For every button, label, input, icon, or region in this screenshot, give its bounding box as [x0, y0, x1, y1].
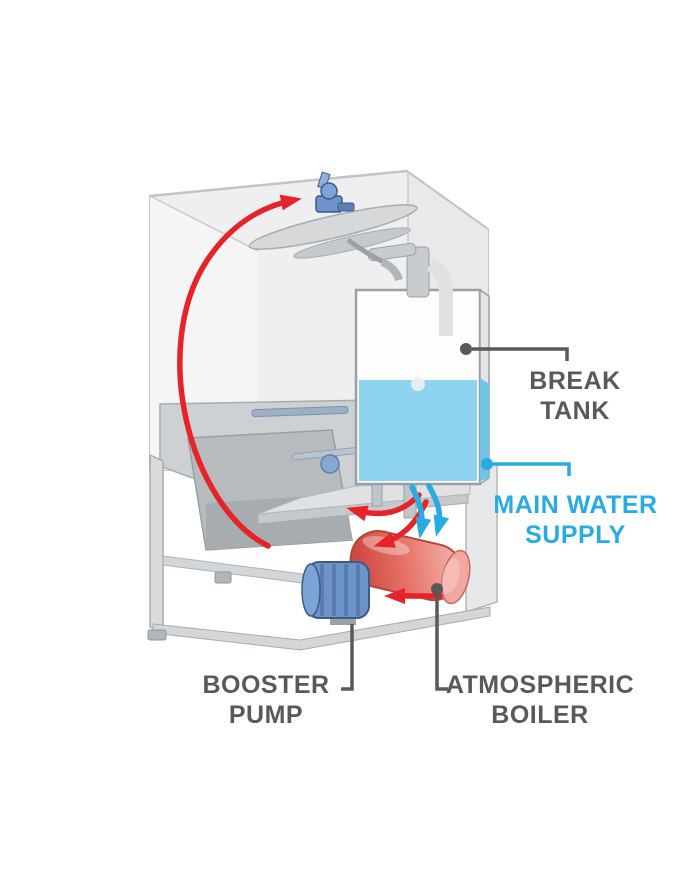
callout-lines	[341, 343, 571, 691]
break-tank-dot	[460, 343, 472, 355]
label-atmospheric-boiler-line1: ATMOSPHERIC	[445, 671, 635, 699]
overflow-pipe	[426, 257, 454, 336]
inlet-valve-graphic	[315, 171, 355, 213]
atmospheric-boiler-leader	[435, 593, 448, 691]
rinse-arm-graphic	[248, 204, 418, 282]
rinse-rosette	[320, 454, 340, 474]
break-tank-leader	[472, 347, 569, 361]
booster-pump-leader	[341, 624, 354, 691]
label-main-water-supply-line1: MAIN WATER	[493, 491, 658, 519]
label-booster-pump: BOOSTER PUMP	[176, 670, 356, 730]
label-break-tank-line1: BREAK	[529, 367, 621, 395]
main-water-dot	[481, 458, 493, 470]
wash-chamber	[159, 397, 489, 551]
label-booster-pump-line1: BOOSTER	[202, 671, 330, 699]
frame-foot	[147, 629, 167, 641]
wash-arm	[251, 405, 349, 418]
base-frame	[147, 453, 498, 651]
break-tank-graphic	[354, 242, 490, 519]
label-booster-pump-line2: PUMP	[228, 701, 304, 729]
pump-foot	[330, 616, 356, 625]
red-arrow-recirculation	[177, 194, 302, 549]
main-water-leader	[493, 462, 571, 476]
label-main-water-supply: MAIN WATER SUPPLY	[488, 490, 663, 550]
label-break-tank-line2: TANK	[540, 397, 610, 425]
red-arrow-tank-to-sink	[346, 492, 422, 522]
float-valve	[411, 377, 425, 391]
atmospheric-boiler-dot	[431, 583, 443, 595]
label-atmospheric-boiler-line2: BOILER	[491, 701, 589, 729]
tank-inlet-pipe	[406, 246, 430, 298]
label-atmospheric-boiler: ATMOSPHERIC BOILER	[435, 670, 645, 730]
label-break-tank: BREAK TANK	[505, 366, 645, 426]
tank-outlet-pipe	[371, 481, 383, 507]
blue-arrow-tank-to-boiler-2	[426, 483, 450, 537]
blue-flow-arrows	[409, 483, 450, 539]
booster-pump-graphic	[301, 561, 370, 625]
tank-water-fill	[359, 380, 477, 481]
frame-foot	[214, 571, 232, 584]
label-main-water-supply-line2: SUPPLY	[525, 521, 626, 549]
blue-arrow-tank-to-boiler-1	[409, 484, 432, 539]
